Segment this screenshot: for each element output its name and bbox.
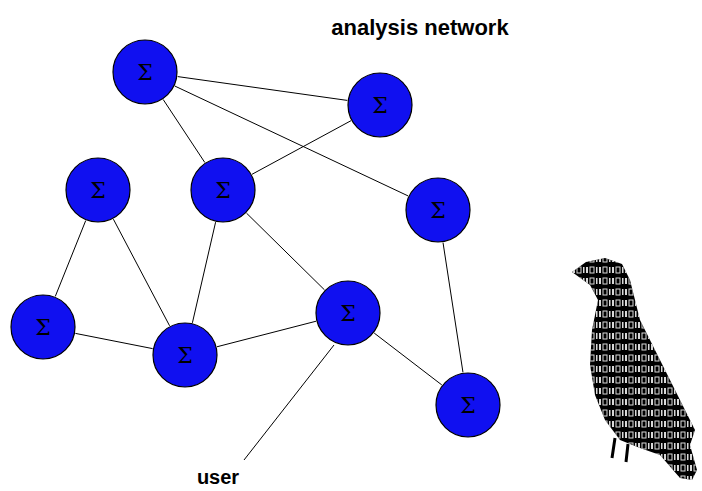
- sigma-symbol: Σ: [177, 343, 193, 368]
- network-link: [217, 321, 316, 347]
- sigma-symbol: Σ: [430, 198, 446, 223]
- network-link: [55, 221, 85, 297]
- sum-node: Σ: [315, 280, 381, 346]
- network-link: [163, 100, 205, 163]
- sum-node: Σ: [112, 39, 178, 105]
- network-link: [374, 333, 442, 385]
- sigma-symbol: Σ: [137, 60, 153, 85]
- sigma-symbol: Σ: [340, 301, 356, 326]
- bird-illustration: [572, 258, 697, 480]
- sum-node: Σ: [190, 157, 256, 223]
- network-link: [192, 222, 215, 323]
- sum-node: Σ: [65, 157, 131, 223]
- sum-node: Σ: [347, 72, 413, 138]
- user-leader: [244, 345, 334, 460]
- sum-node: Σ: [10, 294, 76, 360]
- diagram-title: analysis network: [331, 15, 508, 41]
- network-link: [178, 77, 348, 101]
- sigma-symbol: Σ: [215, 178, 231, 203]
- network-link: [75, 333, 152, 348]
- sum-node: Σ: [152, 322, 218, 388]
- sigma-symbol: Σ: [90, 178, 106, 203]
- sigma-symbol: Σ: [35, 315, 51, 340]
- sigma-symbol: Σ: [372, 93, 388, 118]
- sigma-symbol: Σ: [460, 393, 476, 418]
- sum-node: Σ: [405, 177, 471, 243]
- network-link: [443, 243, 463, 373]
- network-link: [247, 213, 325, 290]
- network-link: [113, 219, 169, 326]
- sum-node: Σ: [435, 372, 501, 438]
- user-label: user: [197, 466, 239, 489]
- network-link: [252, 121, 351, 175]
